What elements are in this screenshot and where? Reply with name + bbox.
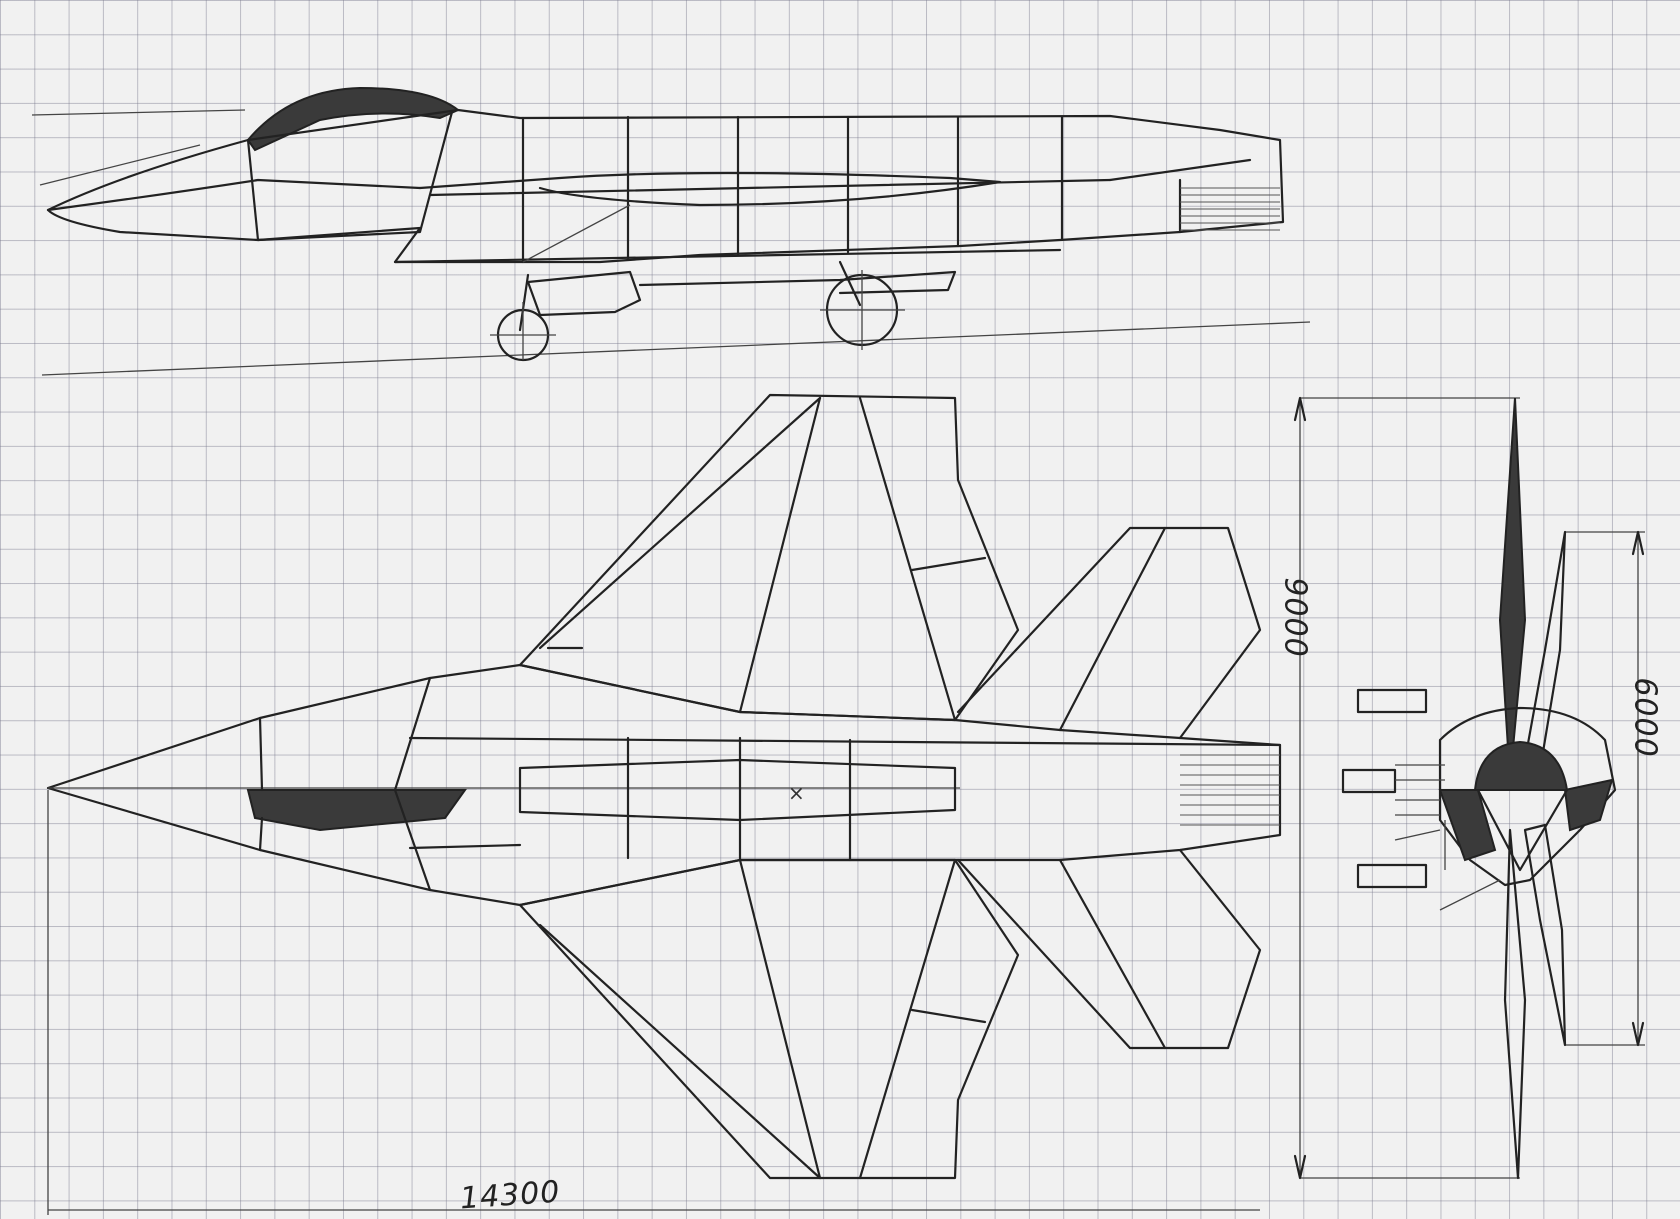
top-view: ×: [46, 393, 1282, 1215]
store-lower: [1356, 863, 1428, 889]
top-tail-upper: [956, 526, 1262, 740]
top-fuselage: [46, 663, 1282, 907]
front-wing-lower: [1503, 828, 1527, 1180]
top-wing-upper: [518, 393, 1020, 722]
svg-text:×: ×: [788, 781, 805, 805]
store-middle: [1341, 768, 1397, 794]
top-nozzle-hatch: [1180, 754, 1280, 826]
store-upper: [1356, 688, 1428, 714]
front-tail-upper: [1523, 530, 1567, 772]
front-view: [1293, 396, 1645, 1180]
side-view: [31, 86, 1311, 376]
length-dimension-label: 14300: [458, 1174, 562, 1217]
side-fuselage: [46, 108, 1285, 264]
top-tail-lower: [956, 848, 1262, 1050]
front-wing-upper: [1498, 397, 1527, 781]
front-canopy: [1473, 740, 1569, 791]
front-tail-lower: [1523, 823, 1567, 1047]
top-canopy: [246, 789, 467, 832]
tail-span-dimension-label: 6000: [1627, 677, 1663, 758]
side-nozzle-hatch: [1180, 187, 1280, 231]
span-dimension-label: 9000: [1277, 577, 1313, 658]
top-wing-lower: [518, 858, 1020, 1180]
side-canopy: [246, 86, 460, 152]
